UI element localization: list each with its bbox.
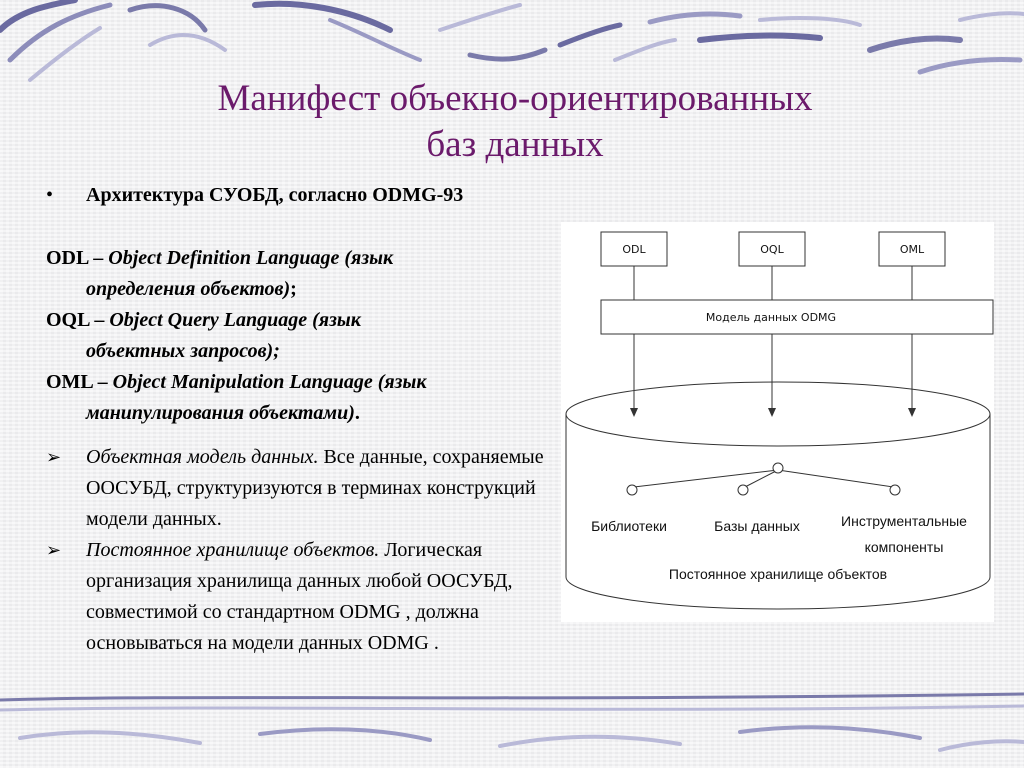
node-libraries [626,484,638,496]
arrow-down-icon [768,408,776,417]
label-persistent-storage: Постоянное хранилище объектов [669,566,887,582]
tree-root-node [772,462,784,474]
label-oql: OQL [760,243,784,256]
label-tools-line2: компоненты [865,539,944,555]
top-swirl-decoration [0,0,1024,82]
label-libraries: Библиотеки [591,518,667,534]
label-databases: Базы данных [714,518,800,534]
slide-title: Манифест объекно-ориентированных баз дан… [120,76,910,168]
node-tools [889,484,901,496]
arrow-bullet-icon: ➢ [46,447,62,467]
definition-oml: OML – Object Manipulation Language (язык… [46,371,427,424]
label-odl: ODL [622,243,646,256]
arrow-item-object-model: ➢ Объектная модель данных. Все данные, с… [46,442,566,535]
bullet-dot: • [46,184,54,206]
definition-odl: ODL – Object Definition Language (язык о… [46,247,394,300]
title-line-1: Манифест объекно-ориентированных [217,78,813,119]
label-oml: OML [900,243,925,256]
node-databases [737,484,749,496]
title-line-2: баз данных [426,124,604,165]
bottom-swirl-decoration [0,692,1024,752]
definition-oql: OQL – Object Query Language (язык объект… [46,309,361,362]
box-oml [878,231,946,267]
arrow-item-persistent-storage: ➢ Постоянное хранилище объектов. Логичес… [46,535,566,659]
arrow-down-icon [630,408,638,417]
label-odmg-model: Модель данных ODMG [706,311,836,324]
odmg-architecture-diagram: ODL OQL OML Модель данных ODMG Библиотек… [561,222,994,622]
label-tools-line1: Инструментальные [841,513,967,529]
storage-cylinder-body [565,414,991,610]
storage-cylinder-top [565,381,991,447]
bullet-text: Архитектура СУОБД, согласно ODMG-93 [86,184,464,206]
arrow-down-icon [908,408,916,417]
box-odmg-model [600,299,994,335]
arrow-bullet-icon: ➢ [46,540,62,560]
